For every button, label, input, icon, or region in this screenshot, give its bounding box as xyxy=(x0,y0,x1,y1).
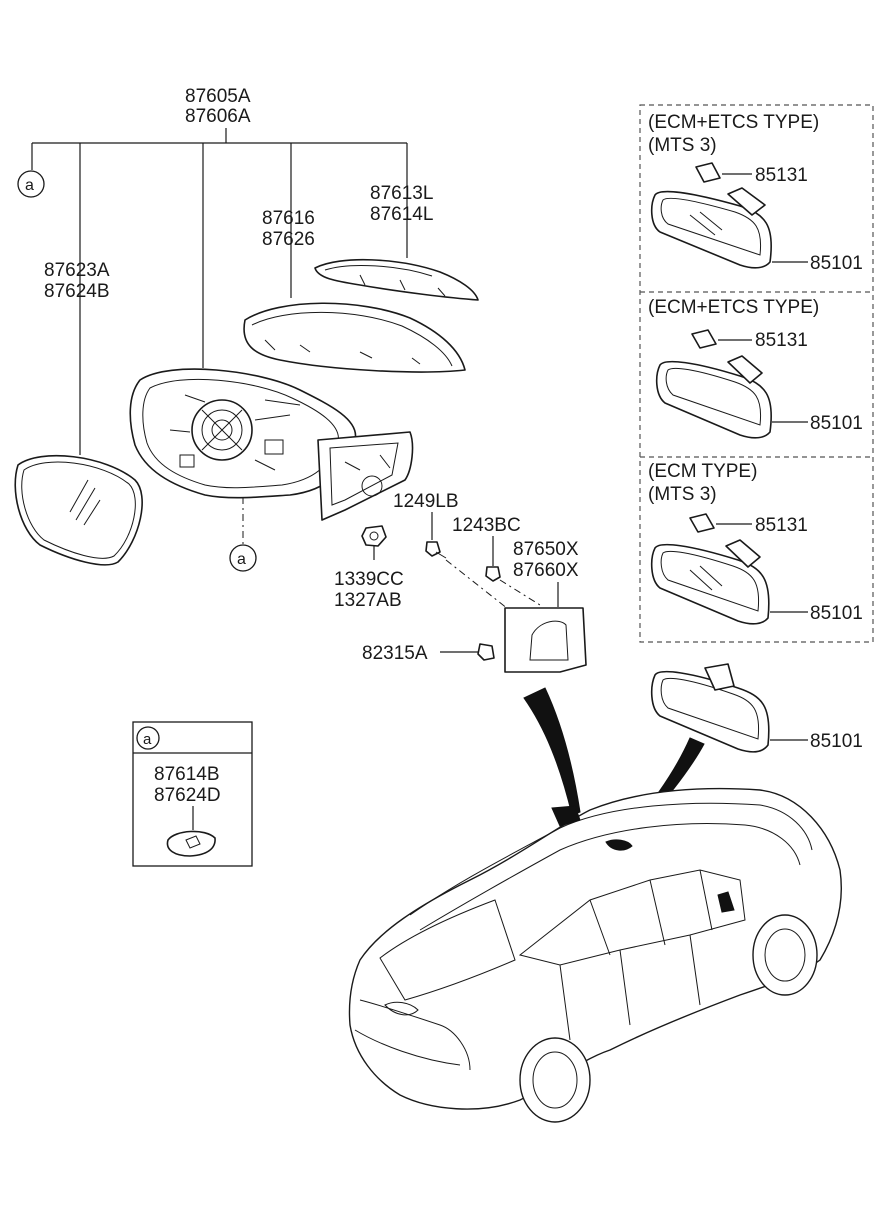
variant2-sensor xyxy=(691,329,752,349)
pointer-arrow-outside-mirror xyxy=(523,687,581,816)
scalp-cover xyxy=(243,302,466,373)
screw-1249-label: 1249LB xyxy=(393,491,459,512)
clip-label: 82315A xyxy=(362,643,428,664)
detail-box-label-1: 87614B xyxy=(154,764,220,785)
repeater-lamp xyxy=(314,258,479,301)
mirror-actuator-base xyxy=(317,431,414,521)
detail-box-label-2: 87624D xyxy=(154,785,221,806)
nut xyxy=(361,525,387,560)
standard-inside-mirror xyxy=(650,663,808,753)
callout-a-top: a xyxy=(17,170,45,198)
variant1-mirror xyxy=(650,187,808,269)
variant2-type-line-1: (ECM+ETCS TYPE) xyxy=(648,297,819,318)
variant3-type-line-1: (ECM TYPE) xyxy=(648,461,757,482)
vehicle-illustration xyxy=(348,787,842,1123)
callout-a-housing: a xyxy=(229,544,257,572)
variant1-sensor xyxy=(695,162,752,183)
detail-box-a: a 87614B 87624D xyxy=(132,721,253,867)
repeater-label-1: 87613L xyxy=(370,183,433,204)
nut-label-1: 1339CC xyxy=(334,569,404,590)
glass-label-2: 87624B xyxy=(44,281,110,302)
screw-1243 xyxy=(485,536,541,606)
main-assembly-label-1: 87605A xyxy=(185,86,251,107)
main-assembly-callout: 87605A 87606A xyxy=(31,86,408,455)
detail-box-ref: a xyxy=(143,731,152,748)
variant3-sensor-label: 85131 xyxy=(755,515,808,536)
vehicle-inside-mirror-marker xyxy=(605,839,633,851)
variant1-type-line-1: (ECM+ETCS TYPE) xyxy=(648,112,819,133)
screw-1243-label: 1243BC xyxy=(452,515,521,536)
inside-cover-label-1: 87650X xyxy=(513,539,579,560)
cover-label-2: 87626 xyxy=(262,229,315,250)
standard-mirror-label: 85101 xyxy=(810,731,863,752)
variant3-sensor xyxy=(689,513,752,533)
variant1-sensor-label: 85131 xyxy=(755,165,808,186)
main-assembly-leader-lines xyxy=(31,128,408,455)
variant3-mirror-label: 85101 xyxy=(810,603,863,624)
main-assembly-label-2: 87606A xyxy=(185,106,251,127)
variant3-mirror xyxy=(650,539,808,625)
glass-label-1: 87623A xyxy=(44,260,110,281)
clip xyxy=(440,643,495,661)
variant1-mirror-label: 85101 xyxy=(810,253,863,274)
mirror-glass xyxy=(14,454,143,566)
callout-a-housing-letter: a xyxy=(237,551,246,568)
callout-a-top-letter: a xyxy=(25,177,34,194)
inside-cover-label-2: 87660X xyxy=(513,560,579,581)
inside-cover xyxy=(504,582,587,673)
variant3-type-line-2: (MTS 3) xyxy=(648,484,717,505)
vehicle-side-mirror-marker xyxy=(717,891,735,913)
inside-mirror-options: (ECM+ETCS TYPE) (MTS 3) 85131 85101 (ECM… xyxy=(639,104,874,643)
repeater-label-2: 87614L xyxy=(370,204,433,225)
mirror-housing xyxy=(129,368,357,545)
vehicle-outside-mirror-marker xyxy=(551,805,581,827)
nut-label-2: 1327AB xyxy=(334,590,402,611)
variant1-type-line-2: (MTS 3) xyxy=(648,135,717,156)
variant2-sensor-label: 85131 xyxy=(755,330,808,351)
variant2-mirror xyxy=(655,355,808,439)
cover-label-1: 87616 xyxy=(262,208,315,229)
variant2-mirror-label: 85101 xyxy=(810,413,863,434)
